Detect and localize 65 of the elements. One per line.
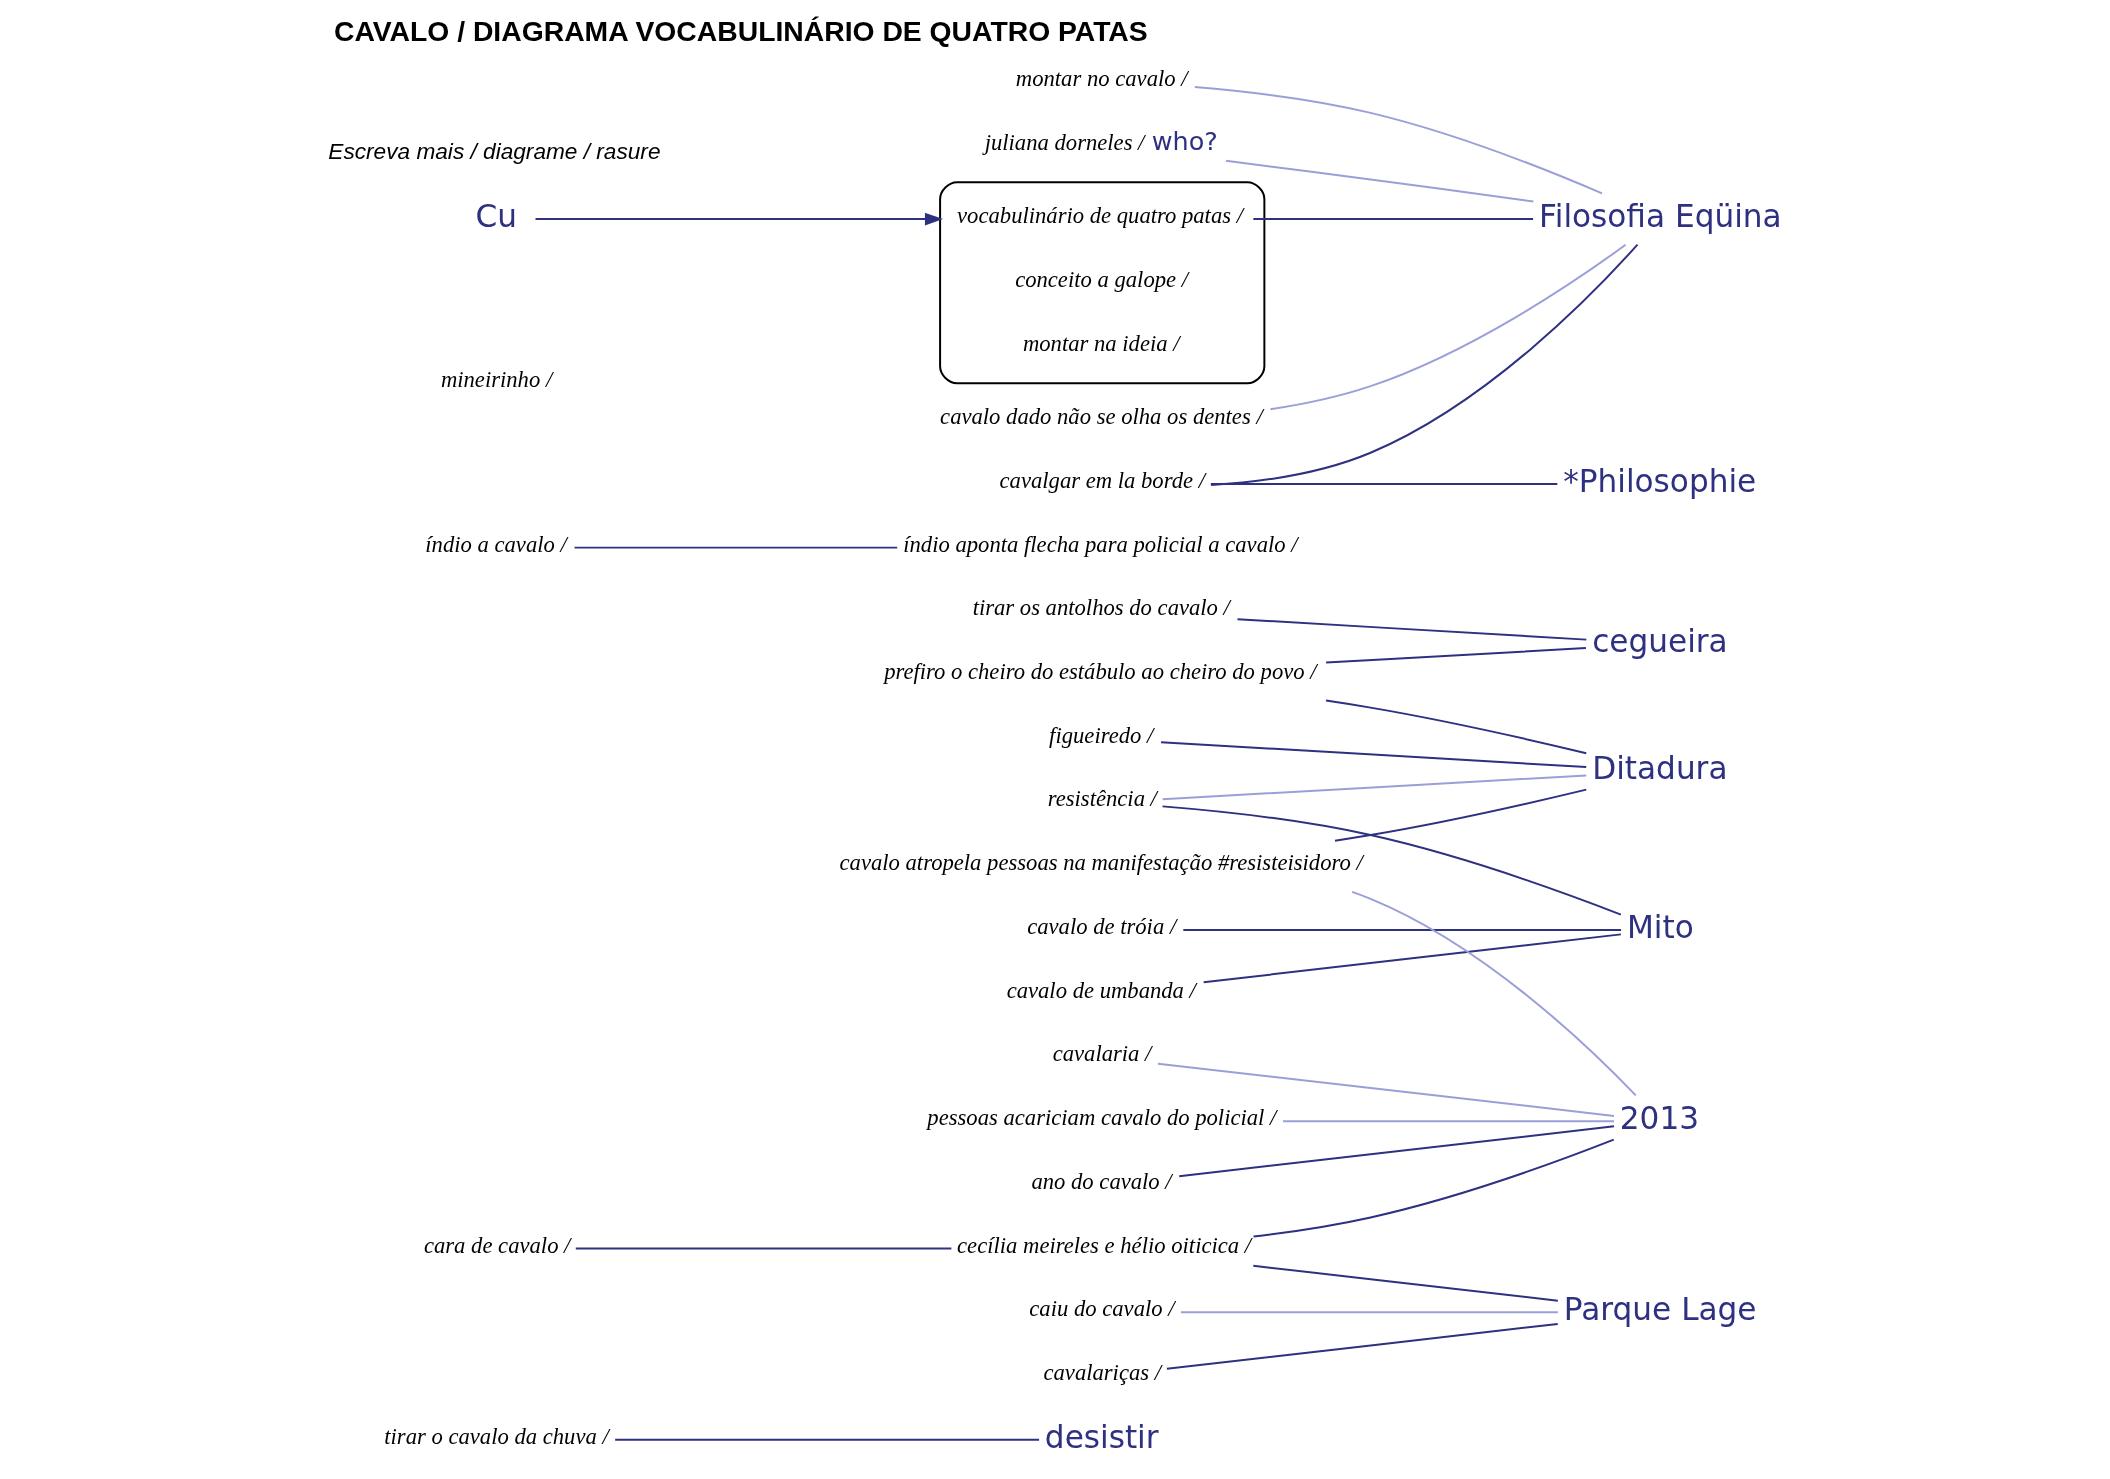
connector (1161, 774, 1587, 801)
node-text: cavalariças / (1042, 1360, 1161, 1386)
cluster (938, 181, 1265, 385)
connector (573, 546, 898, 549)
node-text: cecília meireles e hélio oiticica / (956, 1232, 1251, 1258)
node-text: índio aponta flecha para policial a cavalo / (902, 531, 1298, 557)
node-text: cegueira (1591, 622, 1728, 659)
connector (1209, 482, 1558, 485)
node-text: conceito a galope / (1014, 266, 1188, 292)
connector (1252, 1138, 1615, 1238)
connector (1161, 805, 1622, 916)
node-text: mineirinho / (440, 367, 552, 393)
node-text: vocabulinário de quatro patas / (956, 203, 1243, 229)
node-text: caiu do cavalo / (1028, 1296, 1175, 1322)
connector (1193, 86, 1603, 195)
connector (1209, 243, 1638, 486)
connector (1179, 1311, 1559, 1314)
node-text: cavalo de tróia / (1026, 913, 1176, 939)
connector (1281, 1120, 1615, 1123)
connector (1202, 933, 1622, 984)
node-text: montar na ideia / (1022, 330, 1180, 356)
node-text: cara de cavalo / (423, 1232, 570, 1258)
connector (574, 1247, 952, 1250)
node-text: *Philosophie (1562, 462, 1756, 499)
node-text: prefiro o cheiro do estábulo ao cheiro do povo / (883, 659, 1317, 685)
node-text: pessoas acariciam cavalo do policial / (926, 1105, 1276, 1131)
node-text: cavalo de umbanda / (1006, 977, 1196, 1003)
node-text: juliana dorneles / (984, 130, 1144, 156)
connector (1165, 1323, 1559, 1370)
diagram-title: CAVALO / DIAGRAMA VOCABULINÁRIO DE QUATRO PATAS (333, 14, 1148, 47)
node-text: ano do cavalo / (1030, 1168, 1172, 1194)
label: Escreva mais / diagrame / rasure (327, 138, 661, 165)
connector (1236, 618, 1587, 641)
node-text: montar no cavalo / (1015, 65, 1188, 91)
node-text: tirar os antolhos do cavalo / (972, 595, 1230, 621)
connector (613, 1438, 1040, 1441)
node-text: cavalo dado não se olha os dentes / (939, 404, 1263, 430)
node-text: Parque Lage (1563, 1291, 1757, 1328)
connector (1268, 243, 1627, 411)
node-text: desistir (1044, 1418, 1159, 1455)
connector (1324, 647, 1587, 664)
connector (1177, 1125, 1615, 1178)
connector (1159, 741, 1587, 769)
arrow (534, 212, 943, 226)
node-text: cavalgar em la borde / (999, 467, 1205, 493)
connector (1324, 699, 1587, 755)
node-text: Ditadura (1591, 750, 1728, 787)
node-text: resistência / (1047, 786, 1157, 812)
connector (1333, 788, 1587, 842)
node-text: figueiredo / (1048, 722, 1153, 748)
node-text: Mito (1626, 908, 1694, 945)
connector (1350, 890, 1637, 1097)
node-label: who? (1151, 126, 1218, 157)
connector (1251, 1264, 1559, 1302)
node-text: 2013 (1619, 1100, 1699, 1137)
connector (1251, 218, 1534, 221)
node-text: Cu (475, 198, 517, 235)
node-text: Filosofia Eqüina (1538, 198, 1782, 235)
node-text: cavalaria / (1052, 1041, 1151, 1067)
connector (1224, 159, 1534, 203)
connector (1156, 1062, 1615, 1117)
connector (1181, 929, 1622, 931)
node-text: cavalo atropela pessoas na manifestação #resisteisidoro / (839, 850, 1363, 876)
node-text: tirar o cavalo da chuva / (383, 1423, 609, 1449)
node-text: índio a cavalo / (424, 531, 567, 557)
